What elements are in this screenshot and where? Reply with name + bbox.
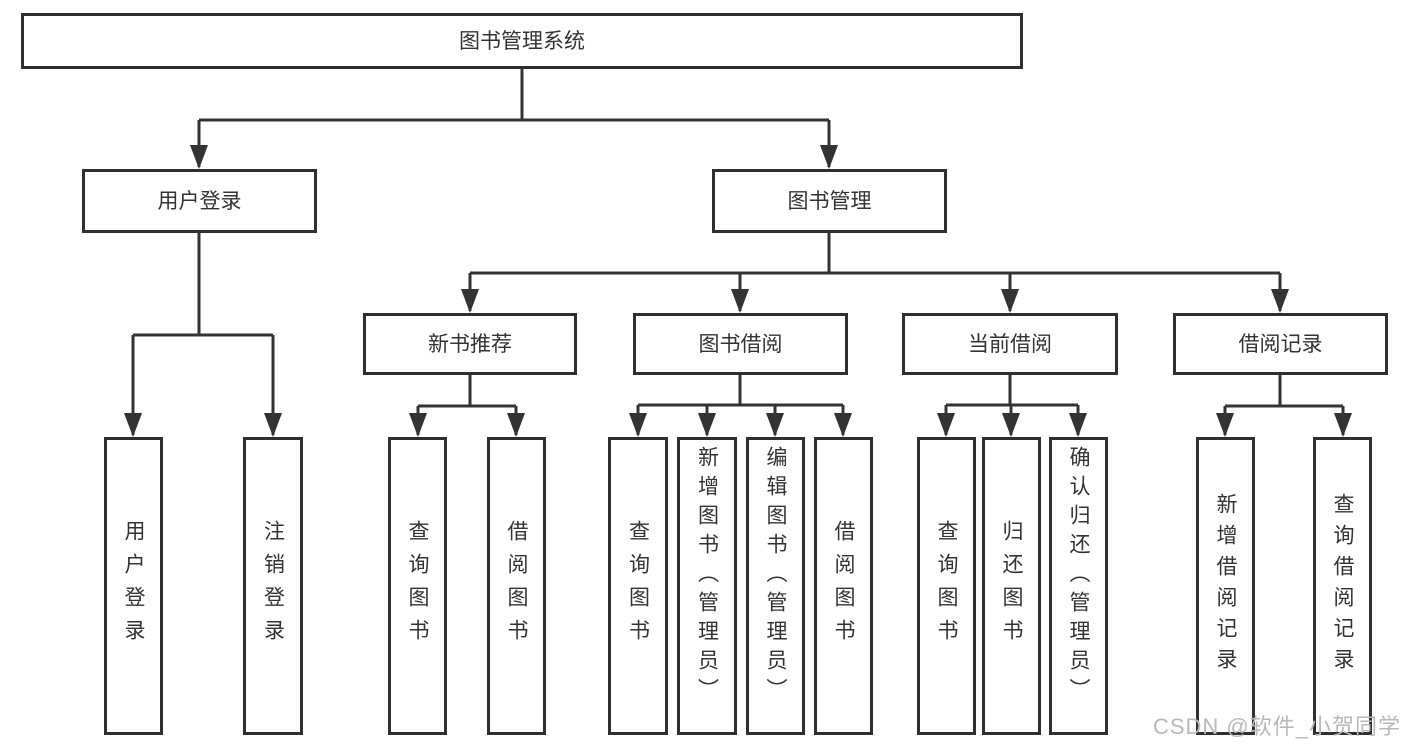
node-leaf-borrow-books-recommend: 借阅图书 xyxy=(487,437,546,735)
node-leaf-query-borrow-record: 查询借阅记录 xyxy=(1313,437,1372,735)
node-book-borrowing: 图书借阅 xyxy=(633,313,848,375)
connector-book-borrowing xyxy=(638,375,843,407)
connector-user-login xyxy=(133,233,273,337)
node-borrowing-records: 借阅记录 xyxy=(1173,313,1388,375)
node-user-login: 用户登录 xyxy=(82,169,317,233)
node-leaf-query-books-recommend: 查询图书 xyxy=(388,437,447,735)
connector-book-management xyxy=(470,233,1280,275)
node-library-management-system: 图书管理系统 xyxy=(21,13,1023,69)
node-leaf-edit-book-admin: 编辑图书（管理员） xyxy=(746,437,805,735)
node-leaf-add-borrow-record: 新增借阅记录 xyxy=(1196,437,1255,735)
connector-new-book xyxy=(418,375,516,408)
connector-current-borrowing xyxy=(946,375,1078,407)
node-leaf-return-books: 归还图书 xyxy=(982,437,1041,735)
connector-root xyxy=(199,68,829,122)
connector-borrow-records xyxy=(1225,375,1343,408)
node-leaf-borrow-books-borrowing: 借阅图书 xyxy=(814,437,873,735)
node-leaf-query-books-current: 查询图书 xyxy=(917,437,976,735)
node-new-book-recommendation: 新书推荐 xyxy=(363,313,577,375)
node-current-borrowing: 当前借阅 xyxy=(902,313,1118,375)
node-leaf-add-book-admin: 新增图书（管理员） xyxy=(677,437,737,735)
node-leaf-confirm-return-admin: 确认归还（管理员） xyxy=(1049,437,1108,735)
watermark: CSDN @软件_小贺同学 xyxy=(1152,714,1401,739)
node-book-management: 图书管理 xyxy=(712,169,947,233)
node-leaf-logout: 注销登录 xyxy=(243,437,303,735)
node-leaf-user-login: 用户登录 xyxy=(104,437,163,735)
node-leaf-query-books-borrowing: 查询图书 xyxy=(608,437,668,735)
